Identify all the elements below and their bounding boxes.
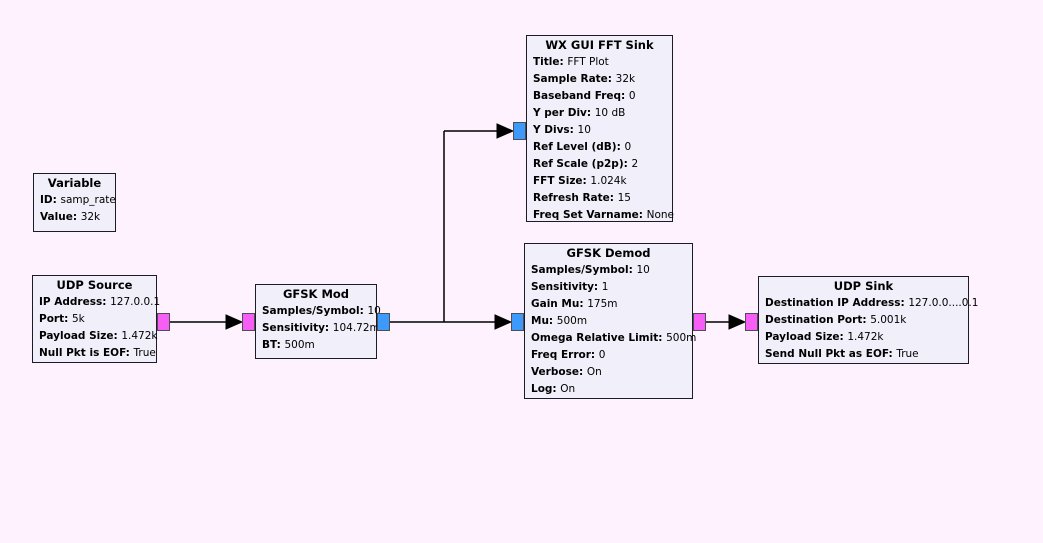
block-param: Destination IP Address: 127.0.0....0.1 (765, 297, 979, 309)
gfsk-mod-input-port[interactable] (242, 313, 255, 331)
connection-gfskmod-gfskdemod[interactable] (390, 314, 513, 330)
block-title: GFSK Demod (566, 246, 651, 260)
block-param: Value: 32k (40, 211, 101, 223)
gfsk-demod-input-port[interactable] (511, 313, 524, 331)
block-params: Samples/Symbol: 10 Sensitivity: 1 Gain Mu:… (531, 262, 697, 398)
block-title: Variable (47, 176, 102, 190)
connection-gfskdemod-udpsink[interactable] (706, 314, 747, 330)
block-param: Destination Port: 5.001k (765, 314, 907, 326)
udp-sink-input-port[interactable] (745, 313, 758, 331)
block-param: Port: 5k (39, 313, 85, 325)
block-param: Ref Scale (p2p): 2 (533, 158, 639, 170)
block-param: Payload Size: 1.472k (765, 331, 884, 343)
block-param: Ref Level (dB): 0 (533, 141, 632, 153)
fft-sink-input-port[interactable] (513, 122, 526, 140)
block-param: Y Divs: 10 (533, 124, 591, 136)
udp-source-output-port[interactable] (157, 313, 170, 331)
block-param: Y per Div: 10 dB (533, 107, 626, 119)
block-title: WX GUI FFT Sink (545, 38, 654, 52)
block-param: Freq Set Varname: None (533, 209, 675, 221)
block-udp-sink[interactable]: UDP Sink Destination IP Address: 127.0.0… (758, 276, 979, 364)
block-param: Null Pkt is EOF: True (39, 347, 156, 359)
arrowhead-icon (494, 314, 513, 330)
gfsk-demod-output-port[interactable] (693, 313, 706, 331)
block-param: ID: samp_rate (40, 194, 116, 206)
block-title: UDP Source (56, 278, 133, 292)
block-param: Title: FFT Plot (533, 56, 609, 68)
arrowhead-icon (728, 314, 747, 330)
block-param: Samples/Symbol: 10 (262, 305, 381, 317)
block-param: Sensitivity: 1 (531, 281, 609, 293)
block-title: UDP Sink (833, 279, 894, 293)
block-title: GFSK Mod (282, 287, 350, 301)
block-param: Mu: 500m (531, 315, 588, 327)
block-param: Gain Mu: 175m (531, 298, 618, 310)
block-param: BT: 500m (262, 339, 315, 351)
block-param: FFT Size: 1.024k (533, 175, 627, 187)
connection-udpsource-gfskmod[interactable] (170, 314, 244, 330)
block-gfsk-mod[interactable]: GFSK Mod Samples/Symbol: 10 Sensitivity: … (255, 284, 381, 359)
block-param: IP Address: 127.0.0.1 (39, 296, 161, 308)
arrowhead-icon (496, 123, 515, 139)
block-gfsk-demod[interactable]: GFSK Demod Samples/Symbol: 10 Sensitivity… (524, 243, 697, 399)
connection-gfskmod-fftsink[interactable] (443, 123, 515, 322)
block-param: Sensitivity: 104.72m (262, 322, 380, 334)
block-param: Refresh Rate: 15 (533, 192, 631, 204)
gfsk-mod-output-port[interactable] (377, 313, 390, 331)
block-param: Send Null Pkt as EOF: True (765, 348, 919, 360)
block-param: Verbose: On (531, 366, 602, 378)
block-param: Freq Error: 0 (531, 349, 606, 361)
block-param: Omega Relative Limit: 500m (531, 332, 697, 344)
block-param: Samples/Symbol: 10 (531, 264, 650, 276)
arrowhead-icon (225, 314, 244, 330)
block-param: Sample Rate: 32k (533, 73, 636, 85)
block-param: Log: On (531, 383, 576, 395)
block-param: Payload Size: 1.472k (39, 330, 158, 342)
block-param: Baseband Freq: 0 (533, 90, 636, 102)
